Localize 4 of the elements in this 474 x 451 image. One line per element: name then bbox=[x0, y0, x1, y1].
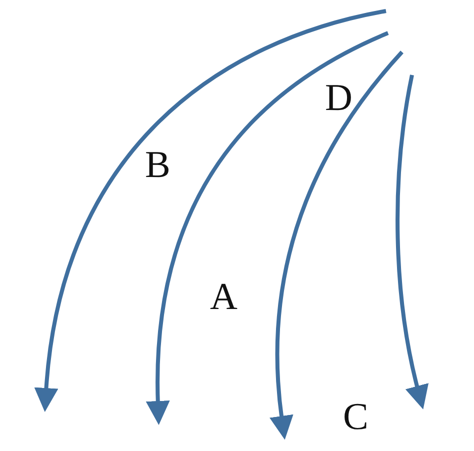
letter-label: B bbox=[145, 145, 170, 185]
letter-label: C bbox=[343, 397, 368, 437]
letter-label: D bbox=[325, 78, 352, 118]
letter-label: A bbox=[210, 277, 238, 317]
